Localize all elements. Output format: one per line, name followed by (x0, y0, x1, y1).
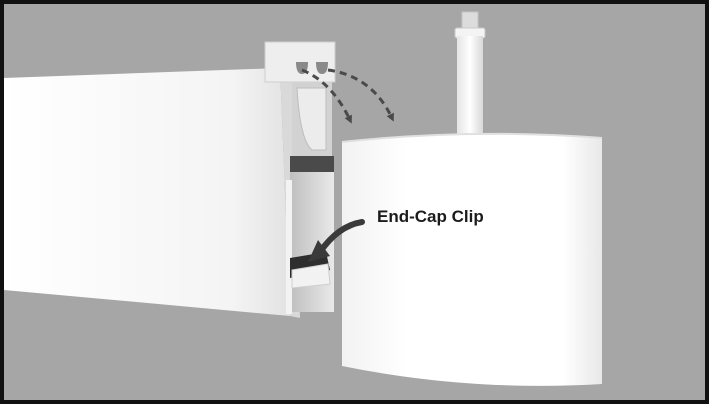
end-cap-clip-label: End-Cap Clip (377, 207, 484, 227)
rail-body (4, 68, 290, 316)
vertical-post (455, 12, 485, 146)
assembly-drawing (4, 4, 705, 400)
clip-channel (286, 156, 334, 314)
end-cap (342, 134, 602, 386)
